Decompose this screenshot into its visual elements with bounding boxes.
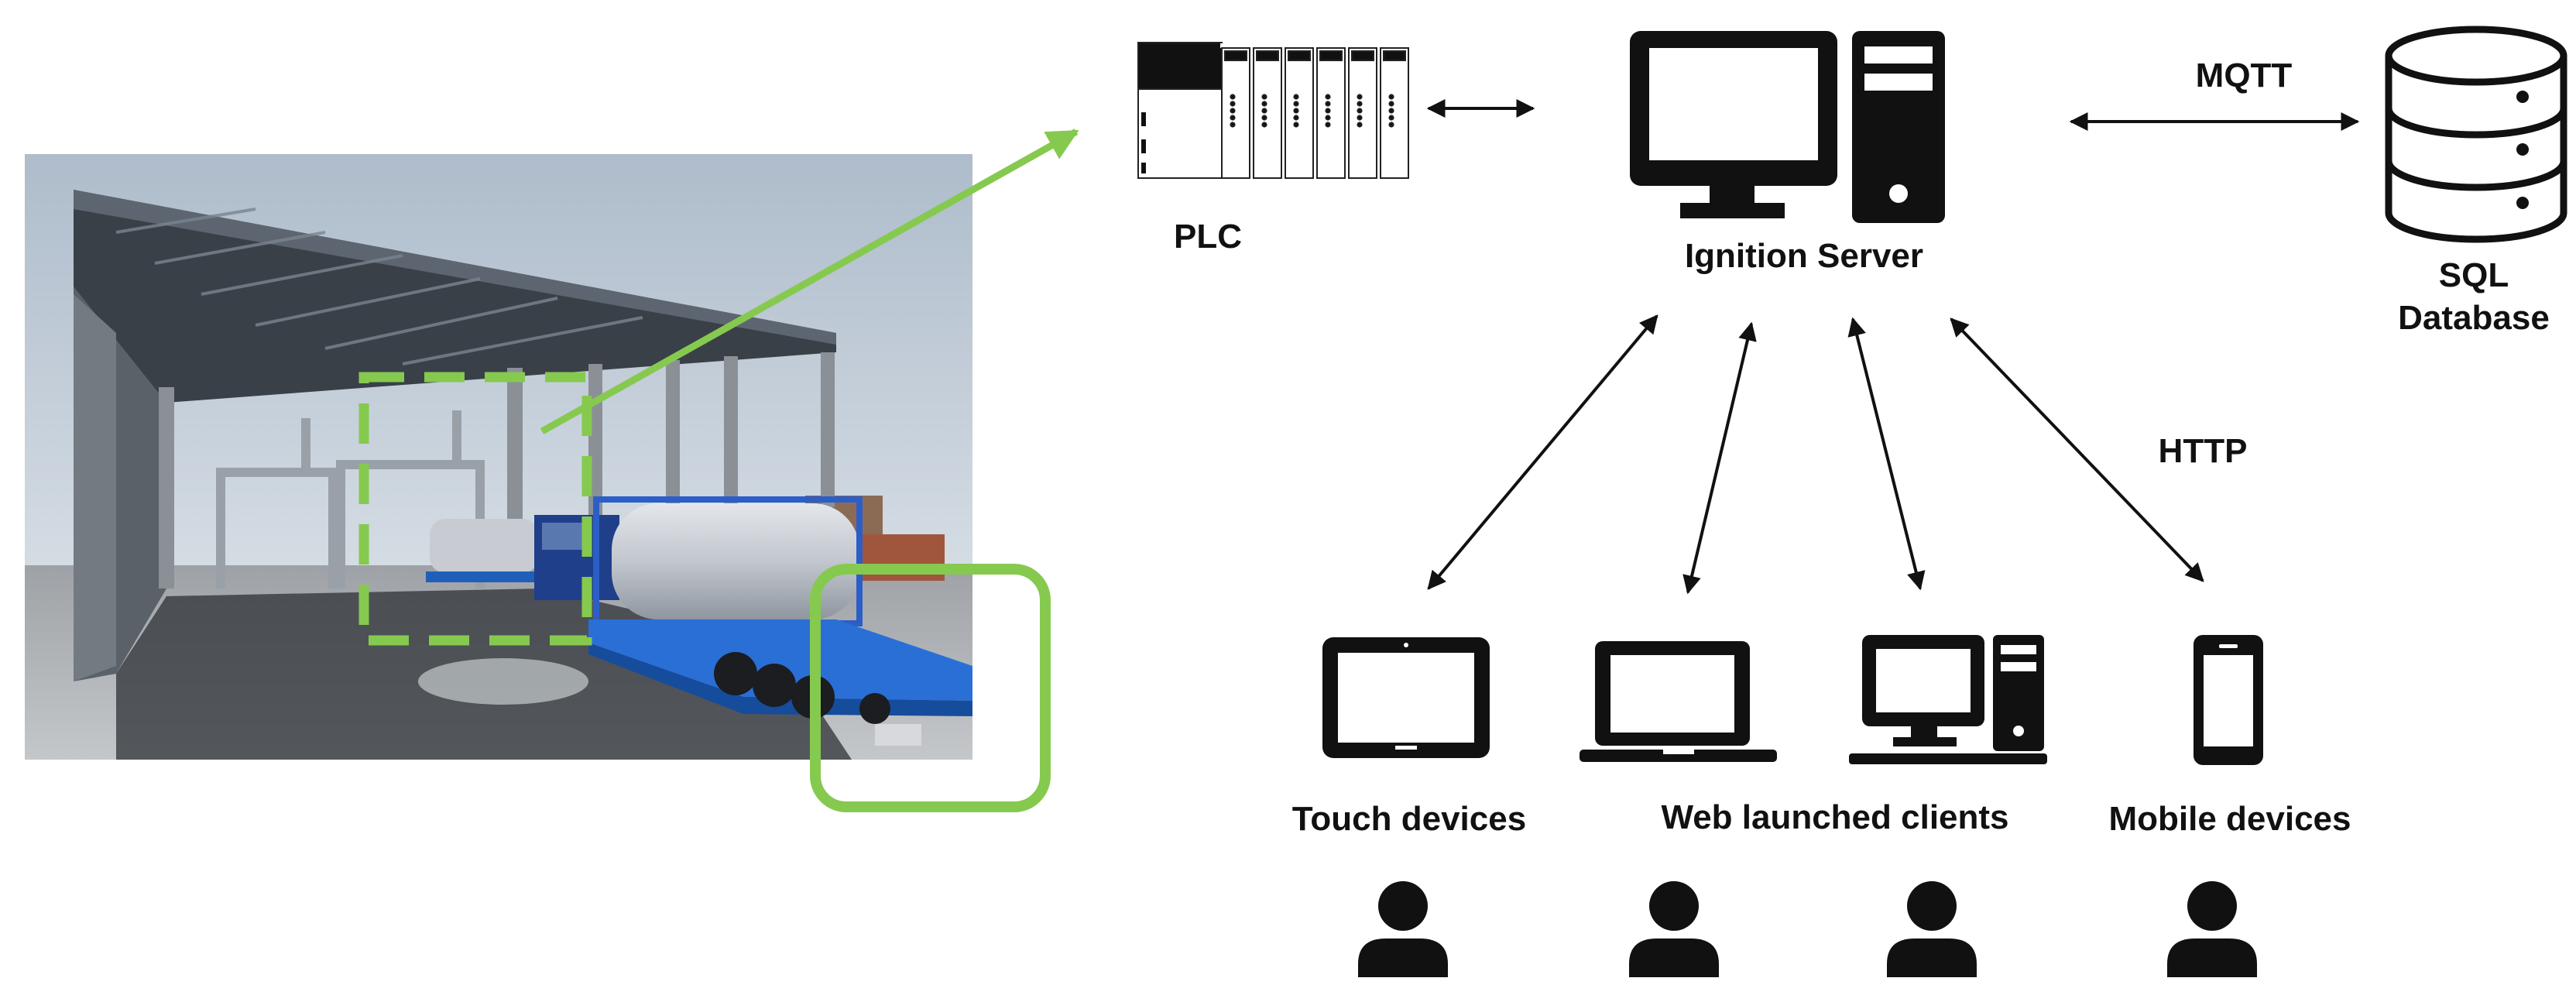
plc-module bbox=[1253, 47, 1282, 179]
database-label-line2: Database bbox=[2398, 299, 2550, 337]
plc-module bbox=[1221, 47, 1250, 179]
plc-link-arrow bbox=[540, 129, 1079, 434]
web-clients-label: Web launched clients bbox=[1661, 798, 2008, 836]
plc-module bbox=[1316, 47, 1346, 179]
user-person-icon bbox=[1629, 881, 1719, 977]
touch-devices-label: Touch devices bbox=[1292, 800, 1526, 838]
focus-highlight-box bbox=[810, 564, 1051, 812]
database-icon bbox=[2385, 26, 2567, 243]
server-computer-icon bbox=[1630, 31, 1945, 223]
highlight-overlay bbox=[358, 129, 1079, 812]
users-row bbox=[1358, 881, 2257, 977]
server-web-arrow-2 bbox=[1847, 317, 1926, 591]
server-web-arrow-1 bbox=[1682, 321, 1757, 595]
plc-module bbox=[1380, 47, 1409, 179]
mobile-devices-label: Mobile devices bbox=[2108, 800, 2351, 838]
user-person-icon bbox=[1887, 881, 1977, 977]
plc-label: PLC bbox=[1174, 218, 1242, 256]
mqtt-label: MQTT bbox=[2196, 57, 2293, 94]
plc-icon bbox=[1137, 42, 1409, 179]
user-person-icon bbox=[2167, 881, 2257, 977]
tablet-icon bbox=[1322, 637, 1490, 758]
server-mobile-arrow bbox=[1950, 317, 2204, 582]
user-person-icon bbox=[1358, 881, 1448, 977]
laptop-icon bbox=[1580, 641, 1777, 762]
http-label: HTTP bbox=[2159, 432, 2248, 470]
plc-module bbox=[1348, 47, 1377, 179]
desktop-computer-icon bbox=[1849, 635, 2047, 764]
plc-module bbox=[1285, 47, 1314, 179]
smartphone-icon bbox=[2194, 635, 2263, 765]
client-arrows bbox=[1427, 314, 2204, 595]
server-label: Ignition Server bbox=[1685, 237, 1923, 275]
database-label-line1: SQL bbox=[2439, 256, 2509, 294]
server-touch-arrow bbox=[1427, 314, 1658, 590]
loading-station-render bbox=[25, 154, 972, 760]
